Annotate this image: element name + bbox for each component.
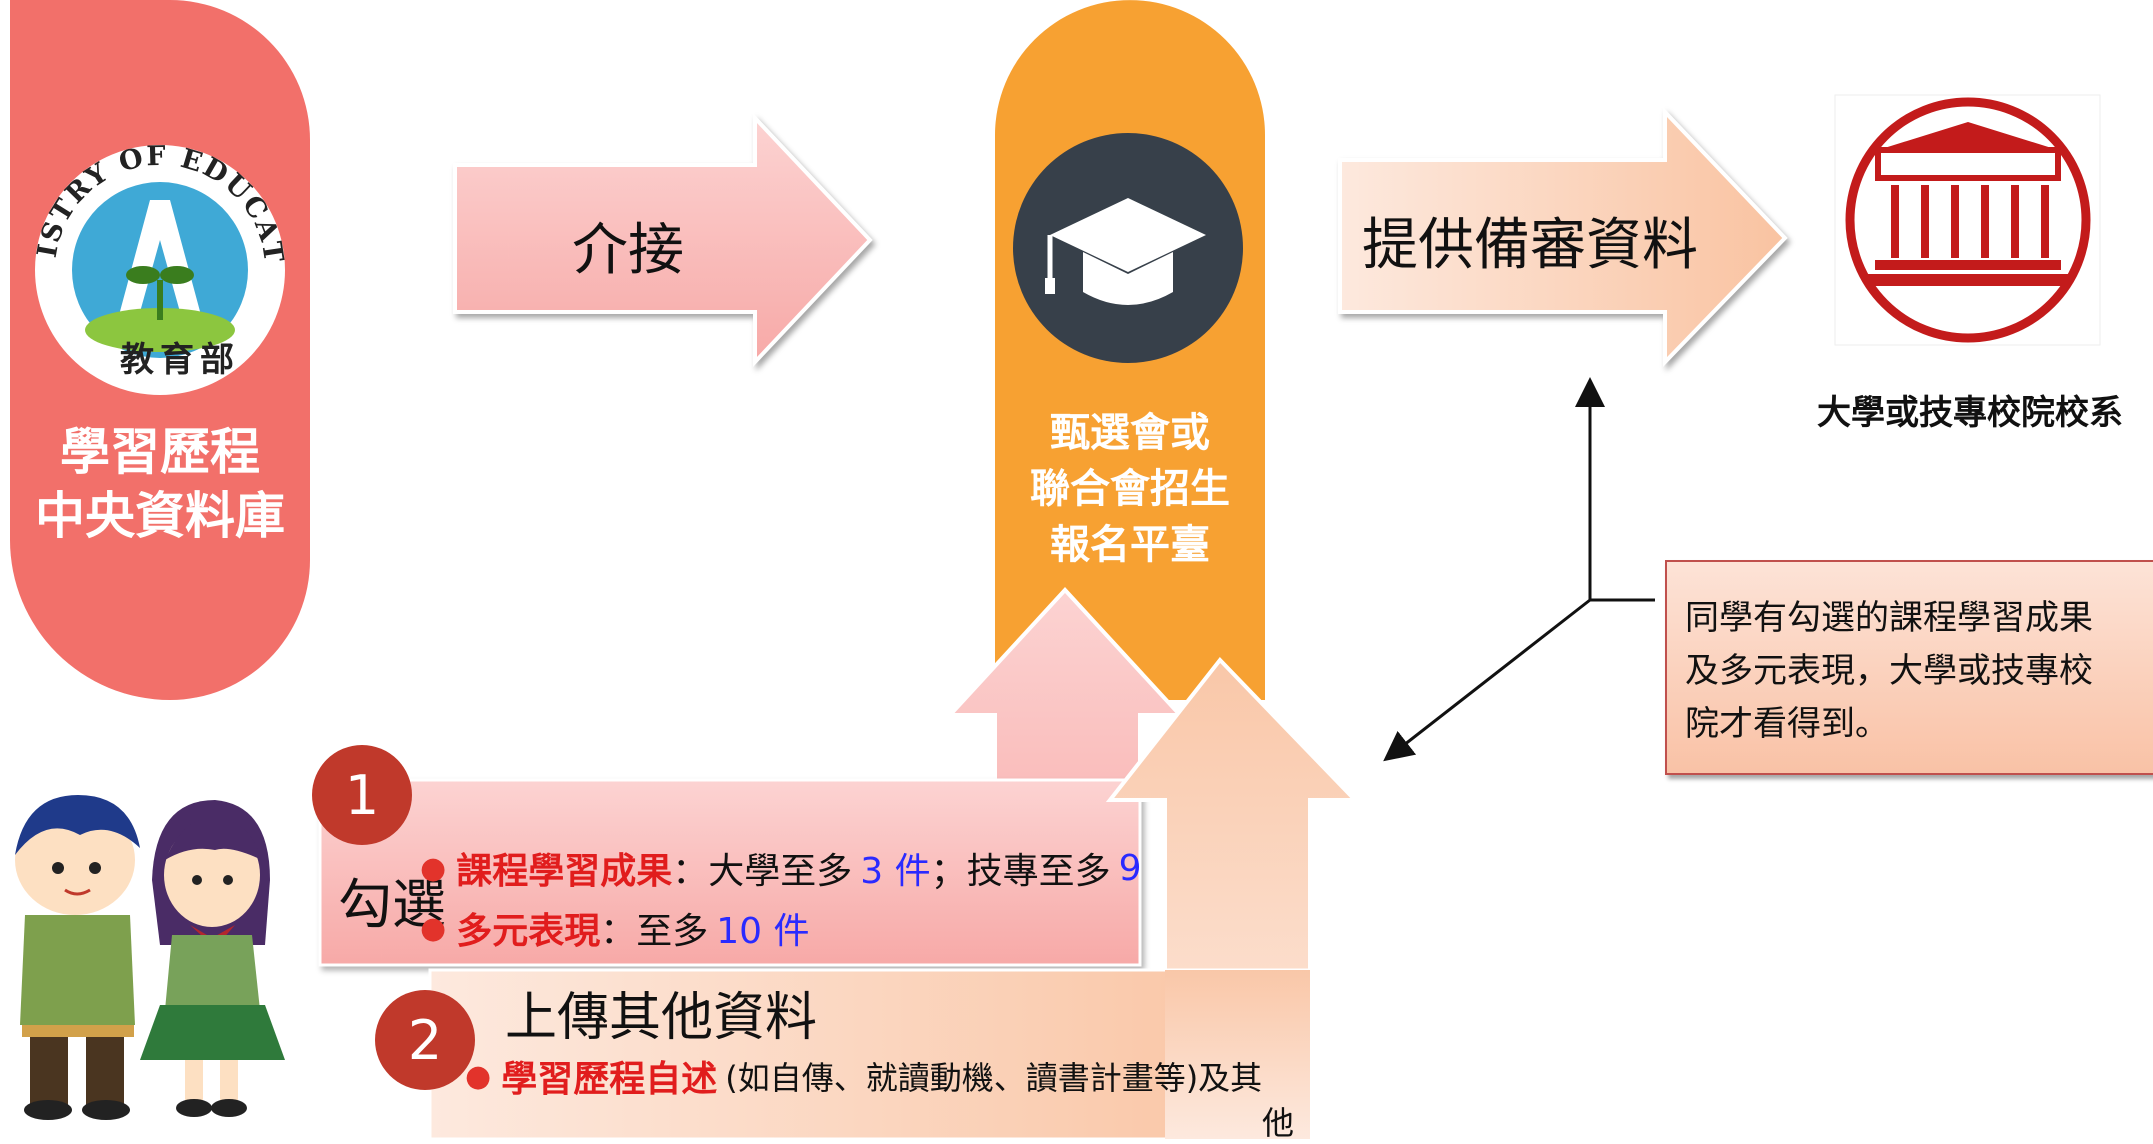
step1-item2-text: ：至多 [600,911,709,952]
platform-label: 甄選會或 聯合會招生 報名平臺 [995,405,1265,573]
step1-item1: ● 課程學習成果 ：大學至多 3 件 ；技專至多 9 [420,842,1142,894]
note-line1: 同學有勾選的課程學習成果 [1685,598,2093,638]
step2-item-title: 學習歷程自述 [501,1059,718,1100]
database-label-line2: 中央資料庫 [35,487,285,545]
bullet-icon: ● [420,910,447,946]
step2-badge-circle [375,990,475,1090]
step2-item: ● 學習歷程自述 (如自傳、就讀動機、讀書計畫等)及其 [465,1050,1262,1102]
bullet-icon: ● [465,1058,492,1094]
note-pointer-diagonal [1383,598,1591,762]
step2-item-text-wrap: 他 [1262,1104,1295,1142]
step1-box [318,778,1142,967]
database-label: 學習歷程 中央資料庫 [10,420,310,548]
database-label-line1: 學習歷程 [60,423,260,481]
step1-label: 勾選 [338,873,446,936]
step2-badge: 2 [407,1008,443,1072]
note-line3: 院才看得到。 [1685,704,1889,744]
platform-label-line3: 報名平臺 [1050,522,1210,568]
student-boy-icon [15,795,140,1120]
note-box: 同學有勾選的課程學習成果 及多元表現，大學或技專校 院才看得到。 [1665,560,2153,775]
step1-item1-title: 課程學習成果 [456,851,673,892]
transfer-label: 介接 [572,218,684,283]
university-building-icon [1845,97,2091,343]
step1-badge: 1 [344,763,380,827]
platform-label-line1: 甄選會或 [1050,410,1210,456]
step1-item2-num: 10 件 [716,911,810,952]
note-line2: 及多元表現，大學或技專校 [1685,651,2093,691]
step1-item1-text-a: ：大學至多 [672,851,853,892]
step1-item1-num-b: 9 [1118,847,1142,889]
university-caption: 大學或技專校院校系 [1817,393,2123,433]
bullet-icon: ● [420,850,447,886]
provide-arrow [1338,107,1788,367]
logo-cn-label: 教育部 [120,340,240,380]
step2-title: 上傳其他資料 [505,988,818,1048]
step1-item2: ● 多元表現 ：至多 10 件 [420,902,809,954]
step1-item2-title: 多元表現 [456,911,601,952]
platform-label-line2: 聯合會招生 [1030,466,1230,512]
student-girl-icon [140,800,285,1117]
step1-badge-circle [312,745,412,845]
step1-item1-num-a: 3 件 [860,851,931,892]
provide-label: 提供備審資料 [1362,213,1698,278]
step1-item1-text-b: ；技專至多 [930,851,1111,892]
step2-item-text: (如自傳、就讀動機、讀書計畫等)及其 [725,1059,1263,1097]
transfer-arrow [453,112,873,368]
